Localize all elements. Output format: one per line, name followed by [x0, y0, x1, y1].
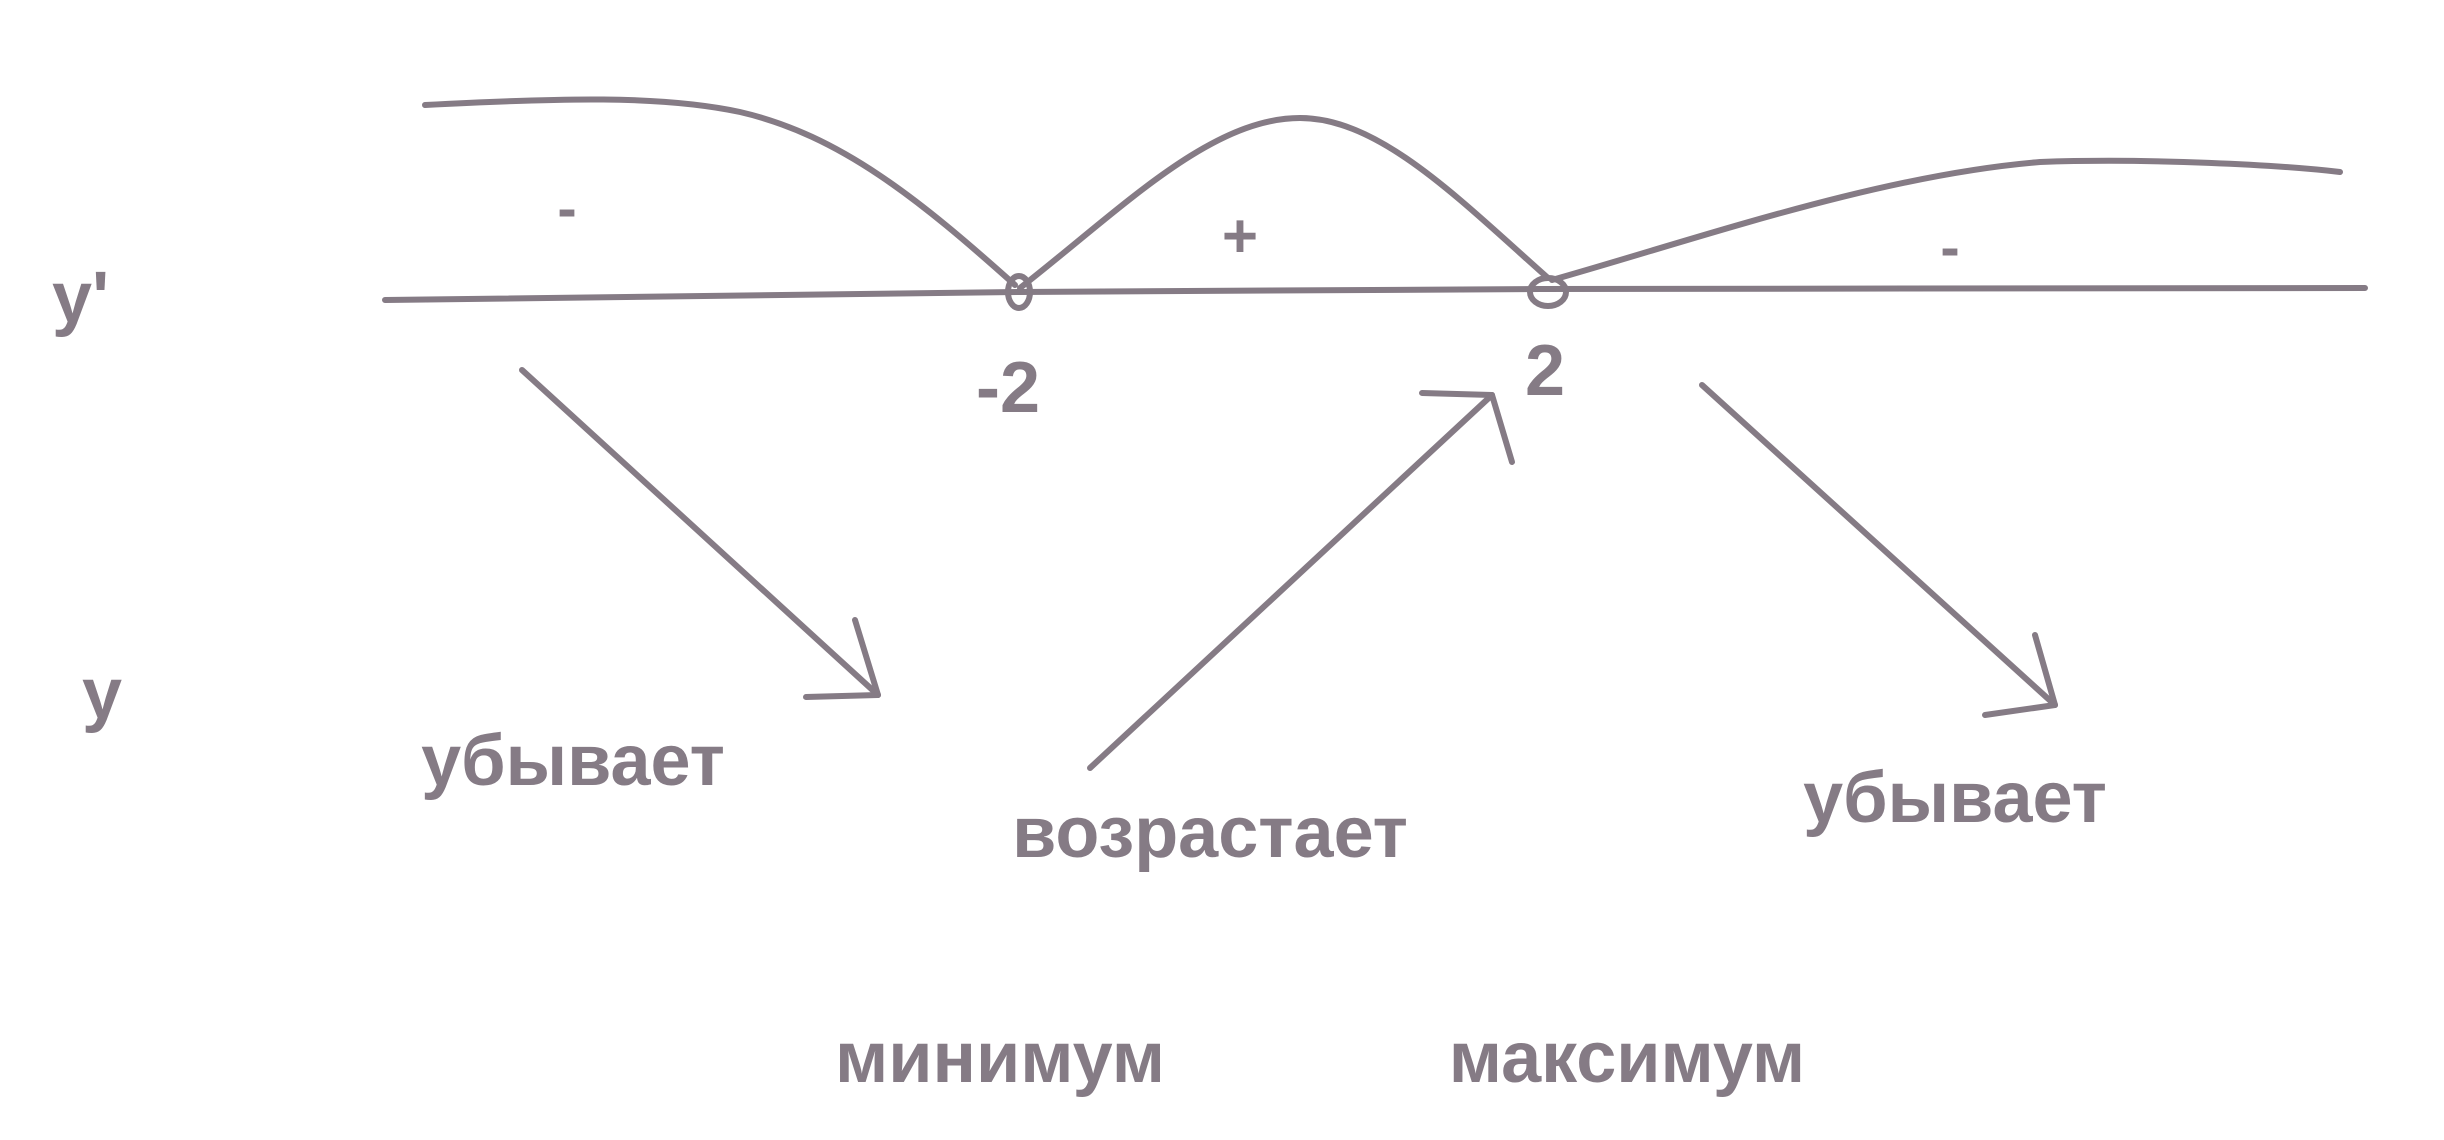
function-row-label: y	[82, 654, 122, 734]
critical-point-label-minus-2: -2	[976, 348, 1040, 428]
sign-interval-right: -	[1940, 215, 1959, 280]
arrow-increasing-middle	[1087, 390, 1515, 771]
extremum-label-maximum: максимум	[1449, 1018, 1805, 1098]
behavior-label-middle: возрастает	[1012, 793, 1408, 873]
sign-interval-middle: +	[1222, 202, 1258, 271]
sign-arc-middle	[1017, 115, 1551, 291]
sign-arc-left	[422, 96, 1018, 288]
extremum-label-minimum: минимум	[835, 1018, 1165, 1098]
arrow-decreasing-left	[519, 367, 881, 700]
critical-point-marker-minus-2	[1005, 273, 1033, 311]
derivative-row-label: y'	[52, 258, 109, 338]
behavior-label-left: убывает	[421, 721, 725, 801]
behavior-label-right: убывает	[1803, 758, 2107, 838]
sign-arc-right	[1549, 157, 2343, 283]
critical-point-marker-2	[1527, 275, 1569, 309]
critical-point-label-2: 2	[1525, 331, 1565, 411]
arrow-decreasing-right	[1699, 382, 2058, 718]
sign-interval-left: -	[557, 176, 576, 241]
number-axis	[382, 285, 2368, 303]
